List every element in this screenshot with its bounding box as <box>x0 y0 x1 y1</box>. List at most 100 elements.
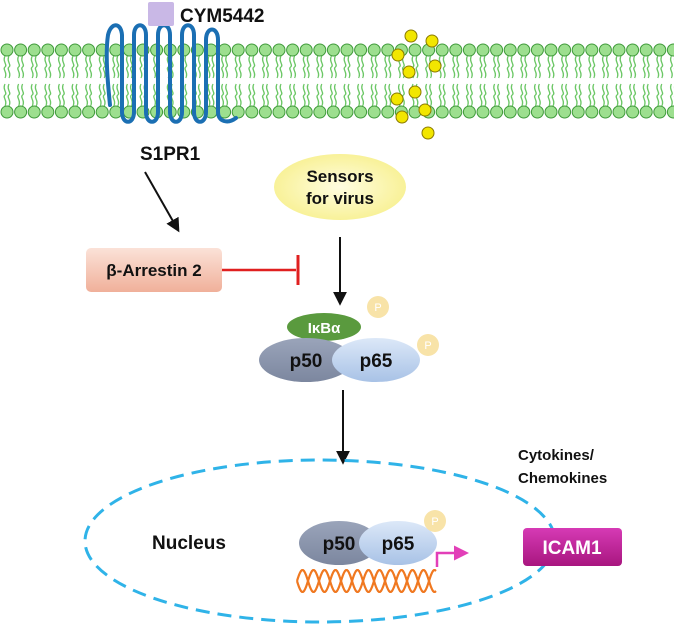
lipid-tail <box>275 83 279 107</box>
lipid-tail <box>438 83 442 107</box>
lipid-head <box>299 105 313 119</box>
lipid-tail <box>601 83 605 107</box>
lipid-tail <box>184 83 188 107</box>
lipid-tail <box>456 55 460 79</box>
dna-helix <box>295 569 437 593</box>
lipid-tail <box>524 83 528 107</box>
lipid-tail <box>633 55 637 79</box>
lipid-tail <box>44 83 48 107</box>
lipid-tail <box>279 55 283 79</box>
lipid-tail <box>153 55 157 79</box>
ikba-phospho-label: P <box>374 302 381 314</box>
lipid-tail <box>469 83 473 107</box>
lipid-tail <box>30 55 34 79</box>
lipid-tail <box>316 83 320 107</box>
lipid-tail <box>71 83 75 107</box>
lipid-tail <box>329 55 333 79</box>
lipid-tail <box>347 55 351 79</box>
lipid-tail <box>588 83 592 107</box>
lipid-head <box>68 105 82 119</box>
lipid-tail <box>615 55 619 79</box>
lipid-tail <box>506 83 510 107</box>
dna-strand <box>295 569 437 593</box>
virus-particle <box>428 59 442 73</box>
ikba-ellipse <box>287 313 361 341</box>
lipid-tail <box>333 55 337 79</box>
lipid-tail <box>153 83 157 107</box>
lipid-head <box>0 43 14 57</box>
lipid-head <box>272 43 286 57</box>
lipid-tail <box>605 83 609 107</box>
cell-membrane <box>0 43 674 119</box>
lipid-head <box>558 43 572 57</box>
lipid-tail <box>302 55 306 79</box>
lipid-tail <box>320 55 324 79</box>
lipid-head <box>653 105 667 119</box>
lipid-tail <box>197 83 201 107</box>
lipid-head <box>476 43 490 57</box>
nucleus-label: Nucleus <box>152 533 226 554</box>
lipid-tail <box>252 55 256 79</box>
p50-label: p50 <box>290 351 323 372</box>
lipid-tail <box>116 55 120 79</box>
arrow-s1pr1-to-arrestin <box>144 171 180 233</box>
p65-label: p65 <box>360 351 393 372</box>
lipid-tail <box>374 55 378 79</box>
lipid-head <box>626 105 640 119</box>
lipid-tail <box>510 83 514 107</box>
lipid-head <box>435 105 449 119</box>
lipid-head <box>666 105 674 119</box>
lipid-tail <box>592 55 596 79</box>
lipid-tail <box>85 83 89 107</box>
lipid-tail <box>656 83 660 107</box>
lipid-tail <box>452 83 456 107</box>
lipid-tail <box>75 55 79 79</box>
lipid-tail <box>520 83 524 107</box>
lipid-tail <box>574 55 578 79</box>
lipid-tail <box>225 83 229 107</box>
ikba-phospho-icon <box>367 296 389 318</box>
lipid-head <box>626 43 640 57</box>
lipid-head <box>54 43 68 57</box>
lipid-tail <box>615 83 619 107</box>
lipid-head <box>381 105 395 119</box>
lipid-tail <box>574 83 578 107</box>
lipid-tail <box>469 55 473 79</box>
lipid-tail <box>547 83 551 107</box>
lipid-tail <box>98 83 102 107</box>
lipid-tail <box>89 55 93 79</box>
lipid-tail <box>293 83 297 107</box>
lipid-tail <box>34 55 38 79</box>
lipid-tail <box>7 83 11 107</box>
icam1-box <box>523 528 622 566</box>
transcription-start-arrow <box>435 545 469 567</box>
lipid-tail <box>370 55 374 79</box>
lipid-tail <box>483 83 487 107</box>
lipid-tail <box>357 83 361 107</box>
lipid-head <box>27 43 41 57</box>
lipid-head <box>258 43 272 57</box>
lipid-head <box>653 43 667 57</box>
lipid-tail <box>248 55 252 79</box>
lipid-tail <box>89 83 93 107</box>
lipid-tail <box>533 55 537 79</box>
lipid-tail <box>61 83 65 107</box>
lipid-head <box>530 43 544 57</box>
lipid-tail <box>565 55 569 79</box>
lipid-tail <box>605 55 609 79</box>
lipid-head <box>530 105 544 119</box>
lipid-head <box>231 43 245 57</box>
lipid-tail <box>384 55 388 79</box>
nuclear-phospho-icon <box>424 510 446 532</box>
lipid-tail <box>588 55 592 79</box>
cym5442-label: CYM5442 <box>180 6 265 27</box>
dna-strand <box>295 569 437 593</box>
lipid-head <box>82 105 96 119</box>
lipid-tail <box>139 55 143 79</box>
lipid-tail <box>660 83 664 107</box>
lipid-head <box>517 105 531 119</box>
lipid-tail <box>225 55 229 79</box>
virus-particle <box>408 85 422 99</box>
lipid-head <box>354 105 368 119</box>
